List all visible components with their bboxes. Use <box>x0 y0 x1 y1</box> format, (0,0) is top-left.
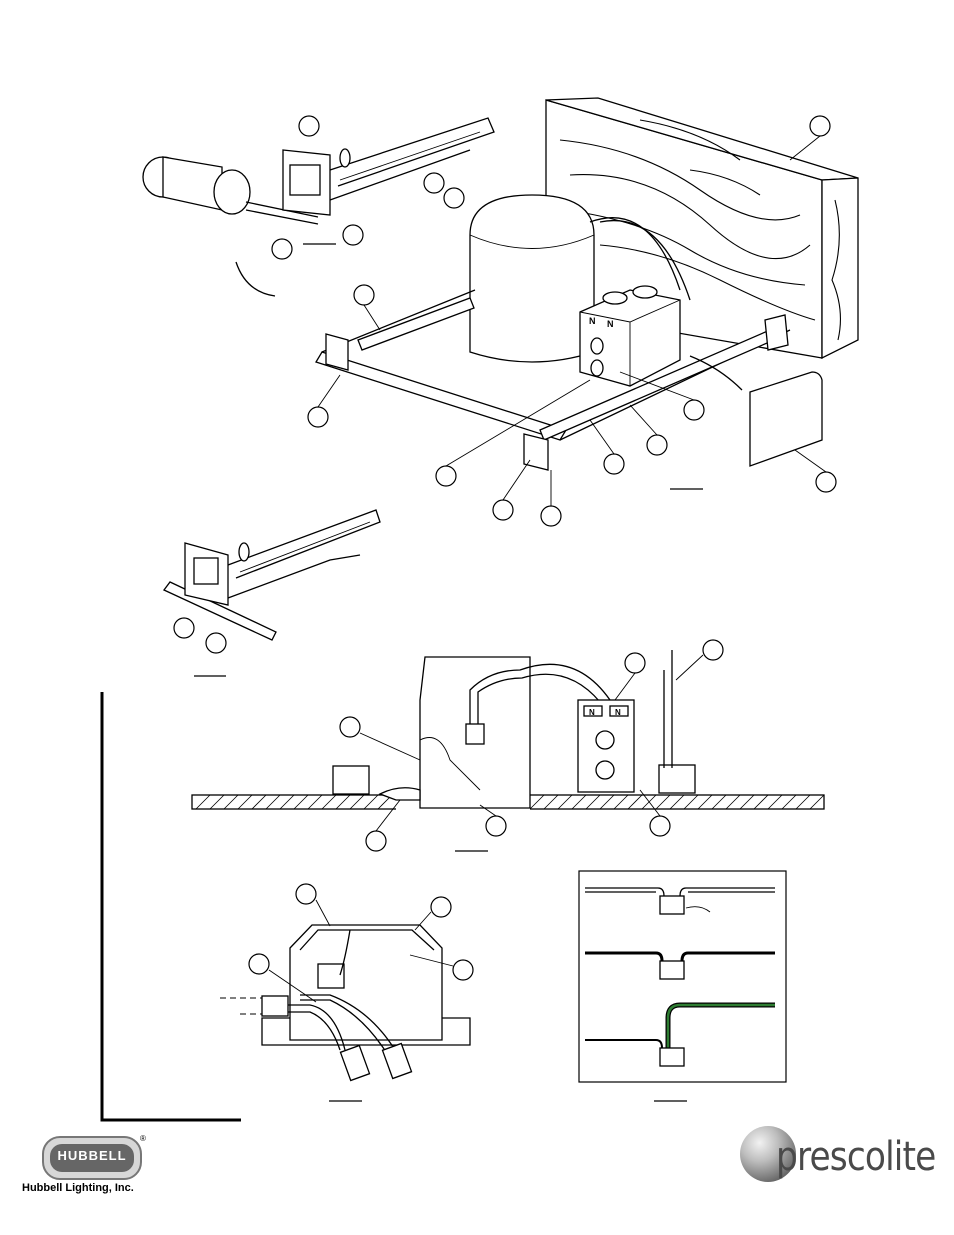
company-name: Hubbell Lighting, Inc. <box>22 1182 134 1194</box>
callout-marker <box>650 816 670 836</box>
callout-marker <box>684 400 704 420</box>
splice-connector-icon <box>660 961 684 979</box>
wire-connector-icon <box>340 1045 369 1080</box>
wire-connector-icon <box>382 1043 411 1078</box>
callout-marker <box>604 454 624 474</box>
callout-marker <box>296 884 316 904</box>
junction-box-side: N N <box>578 700 634 792</box>
callout-marker <box>444 188 464 208</box>
neutral-label: N <box>589 316 596 326</box>
conduit-fitting <box>262 996 288 1016</box>
callout-marker <box>541 506 561 526</box>
rotation-arrow-icon <box>236 262 275 296</box>
callout-marker <box>486 816 506 836</box>
callout-marker <box>299 116 319 136</box>
neutral-label: N <box>615 708 621 717</box>
callout-marker <box>436 466 456 486</box>
section-bracket <box>102 692 241 1120</box>
hanger-clip-right <box>659 765 695 793</box>
callout-marker <box>810 116 830 136</box>
splice-connector-icon <box>660 1048 684 1066</box>
housing-can <box>470 195 594 362</box>
hubbell-badge: HUBBELL <box>42 1136 142 1180</box>
hubbell-badge-text: HUBBELL <box>50 1144 134 1172</box>
callout-marker <box>249 954 269 974</box>
prescolite-wordmark: prescolite <box>776 1134 935 1180</box>
splice-connector-icon <box>660 896 684 914</box>
ground-terminal-icon <box>318 964 344 988</box>
bar-hanger-detail <box>164 510 380 676</box>
callout-marker <box>340 717 360 737</box>
hanger-clip-left <box>333 766 369 794</box>
callout-marker <box>431 897 451 917</box>
callout-marker <box>625 653 645 673</box>
callout-marker <box>366 831 386 851</box>
callout-marker <box>174 618 194 638</box>
registered-mark: ® <box>140 1134 146 1143</box>
hubbell-logo: HUBBELL ® Hubbell Lighting, Inc. <box>22 1136 162 1202</box>
prescolite-logo: prescolite <box>740 1120 940 1190</box>
ceiling-section-figure: N N <box>192 640 824 851</box>
access-cover-plate <box>750 372 822 466</box>
callout-marker <box>816 472 836 492</box>
callout-marker <box>703 640 723 660</box>
neutral-label: N <box>589 708 595 717</box>
callout-marker <box>424 173 444 193</box>
callout-marker <box>308 407 328 427</box>
screwdriver-detail <box>143 116 494 296</box>
splice-detail-figure <box>579 871 786 1101</box>
callout-marker <box>493 500 513 520</box>
callout-marker <box>206 633 226 653</box>
neutral-label: N <box>607 319 614 329</box>
callout-marker <box>354 285 374 305</box>
wire-connector-icon <box>466 724 484 744</box>
junction-box-wiring-figure <box>220 884 473 1101</box>
callout-marker <box>647 435 667 455</box>
callout-marker <box>343 225 363 245</box>
callout-marker <box>272 239 292 259</box>
fixture-assembly-figure: N N <box>308 98 858 526</box>
callout-marker <box>453 960 473 980</box>
